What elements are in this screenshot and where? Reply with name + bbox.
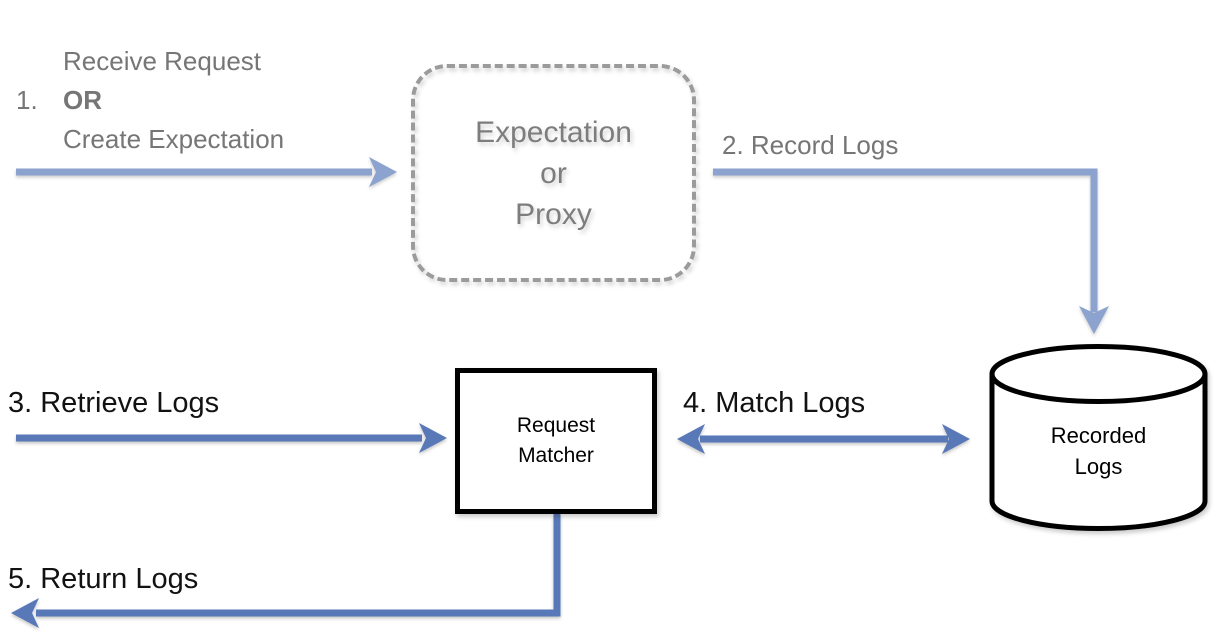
step4-label: 4. Match Logs bbox=[683, 387, 866, 419]
cylinder-top-ellipse bbox=[989, 344, 1208, 404]
arrow-retrieve-logs bbox=[16, 423, 447, 453]
arrow-record-logs bbox=[713, 168, 1109, 334]
arrowhead-left-icon bbox=[11, 598, 39, 628]
expectation-or-proxy-node: Expectation or Proxy bbox=[411, 64, 696, 282]
expectation-or-proxy-label: Expectation or Proxy bbox=[475, 115, 632, 231]
request-matcher-label: Request Matcher bbox=[516, 414, 596, 467]
recorded-logs-cylinder bbox=[989, 344, 1208, 531]
arrowhead-right-icon bbox=[419, 423, 447, 453]
arrowhead-down-icon bbox=[1079, 306, 1109, 334]
arrowhead-right-icon bbox=[942, 424, 970, 454]
step1-lines: Receive Request OR Create Expectation bbox=[63, 42, 284, 159]
step1-line-or: OR bbox=[63, 85, 102, 115]
step1-number: 1. bbox=[16, 85, 38, 115]
arrow-match-logs bbox=[677, 424, 970, 454]
step3-label: 3. Retrieve Logs bbox=[8, 387, 220, 419]
request-matcher-node: Request Matcher bbox=[455, 368, 657, 514]
step5-label: 5. Return Logs bbox=[8, 563, 199, 595]
arrowhead-left-icon bbox=[677, 424, 705, 454]
step1-line-receive-request: Receive Request bbox=[63, 46, 261, 76]
arrow-return-logs bbox=[11, 514, 561, 628]
step1-line-create-expectation: Create Expectation bbox=[63, 124, 285, 154]
arrow-create-expectation bbox=[16, 157, 397, 187]
recorded-logs-label: Recorded Logs bbox=[1050, 423, 1147, 479]
step1-label: 1. Receive Request OR Create Expectation bbox=[16, 42, 284, 159]
cylinder-body bbox=[989, 374, 1208, 531]
arrowhead-right-icon bbox=[369, 157, 397, 187]
step2-label: 2. Record Logs bbox=[722, 130, 899, 160]
